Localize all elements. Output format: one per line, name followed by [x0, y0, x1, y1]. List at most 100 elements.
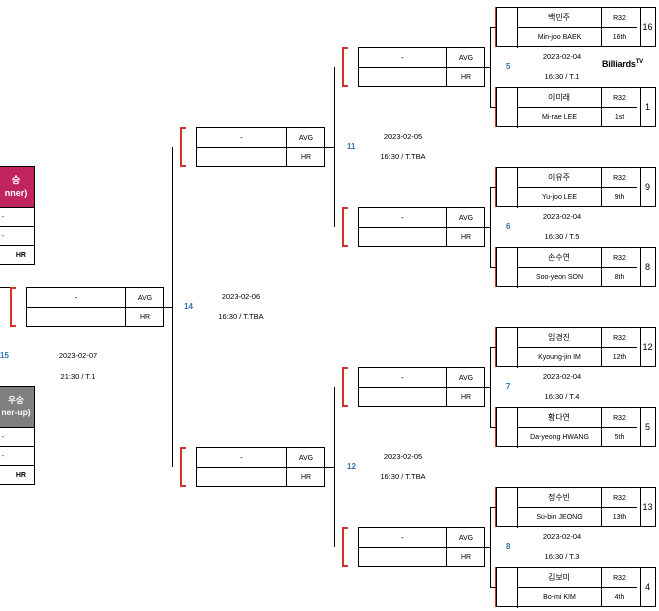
dash: - [1, 452, 4, 460]
player-name-en: Da-yeong HWANG [517, 427, 601, 447]
hr-label: HR [286, 147, 325, 167]
match-time: 16:30 / T.TBA [218, 312, 264, 321]
player-rank: 1st [601, 107, 637, 127]
player-slot: - [240, 133, 243, 142]
player-name-en: Su-bin JEONG [517, 507, 601, 527]
hr-label: HR [446, 67, 485, 87]
match-marker [10, 287, 16, 289]
match-number: 14 [184, 302, 193, 311]
seed-number: 8 [640, 247, 656, 287]
connector [490, 587, 496, 588]
match-date: 2023-02-04 [542, 372, 582, 381]
match-marker [342, 47, 348, 49]
player-name-kr: 손수연 [547, 253, 571, 262]
player-slot-2 [359, 387, 446, 407]
player-slot-2 [359, 227, 446, 247]
player-name-kr: 황다연 [547, 413, 571, 422]
connector [490, 107, 496, 108]
avg-label: AVG [446, 48, 485, 68]
connector [485, 547, 491, 548]
match-date: 2023-02-04 [542, 212, 582, 221]
seed-number: 16 [640, 7, 656, 47]
match-marker [342, 245, 348, 247]
round-label: R32 [601, 88, 637, 108]
match-marker [342, 85, 348, 87]
match-date: 2023-02-04 [542, 52, 582, 61]
winner-hr-cell: HR [0, 245, 34, 265]
match-time: 16:30 / T.3 [544, 552, 580, 561]
player-slot-2 [27, 307, 125, 327]
round-label: R32 [601, 488, 637, 508]
hr-label: HR [446, 227, 485, 247]
player-name-kr: 이유주 [547, 173, 571, 182]
player-rank: 16th [601, 27, 637, 47]
player-slot: - [401, 533, 404, 542]
match-number: 15 [0, 351, 9, 360]
match-marker [342, 527, 348, 529]
match-time: 16:30 / T.5 [544, 232, 580, 241]
player-slot-2 [359, 67, 446, 87]
divider [517, 248, 518, 288]
match-date: 2023-02-06 [221, 292, 261, 301]
avg-label: AVG [446, 528, 485, 548]
dash: - [1, 433, 4, 441]
divider [517, 488, 518, 528]
connector [490, 507, 496, 508]
match-marker [342, 527, 344, 567]
match-number: 6 [506, 222, 511, 231]
round-label: R32 [601, 568, 637, 588]
match-date: 2023-02-04 [542, 532, 582, 541]
dash: - [1, 213, 4, 221]
match-time: 21:30 / T.1 [60, 372, 96, 381]
match-marker [342, 405, 348, 407]
player-slot: - [401, 373, 404, 382]
round-label: R32 [601, 248, 637, 268]
divider [517, 168, 518, 208]
player-name-kr: 이미래 [547, 93, 571, 102]
match-marker [180, 127, 186, 129]
match-marker [342, 367, 348, 369]
connector [490, 267, 496, 268]
divider [517, 568, 518, 608]
match-number: 7 [506, 382, 511, 391]
player-rank: 12th [601, 347, 637, 367]
match-marker [180, 447, 186, 449]
runnerup-hr-cell: HR [0, 465, 34, 485]
runnerup-title: 우승 [8, 395, 24, 406]
connector [485, 67, 491, 68]
logo-sup: TV [635, 59, 643, 65]
billiards-tv-logo: BilliardsTV [602, 59, 643, 69]
winner-avg-cell: - [0, 207, 34, 226]
player-name-en: Kyoung-jin IM [517, 347, 601, 367]
player-slot: - [401, 53, 404, 62]
divider [517, 408, 518, 448]
avg-label: AVG [125, 288, 164, 308]
player-rank: 5th [601, 427, 637, 447]
logo-text: Billiards [602, 59, 636, 69]
match-date: 2023-02-07 [58, 351, 98, 360]
runnerup-score-cell: - [0, 446, 34, 465]
player-name-en: Bo-mi KIM [517, 587, 601, 607]
match-number: 5 [506, 62, 511, 71]
connector [325, 147, 335, 148]
divider [517, 8, 518, 48]
connector [325, 467, 335, 468]
winner-header: 승 nner) [0, 167, 34, 207]
connector [490, 427, 496, 428]
player-rank: 8th [601, 267, 637, 287]
runnerup-box: 우승 ner-up) - - HR [0, 386, 35, 485]
avg-label: AVG [286, 448, 325, 468]
avg-label: AVG [446, 368, 485, 388]
player-name-en: Min-joo BAEK [517, 27, 601, 47]
winner-title: 승 [11, 175, 21, 186]
connector [490, 187, 496, 188]
player-name-kr: 김보미 [547, 573, 571, 582]
player-name-en: Soo-yeon SON [517, 267, 601, 287]
